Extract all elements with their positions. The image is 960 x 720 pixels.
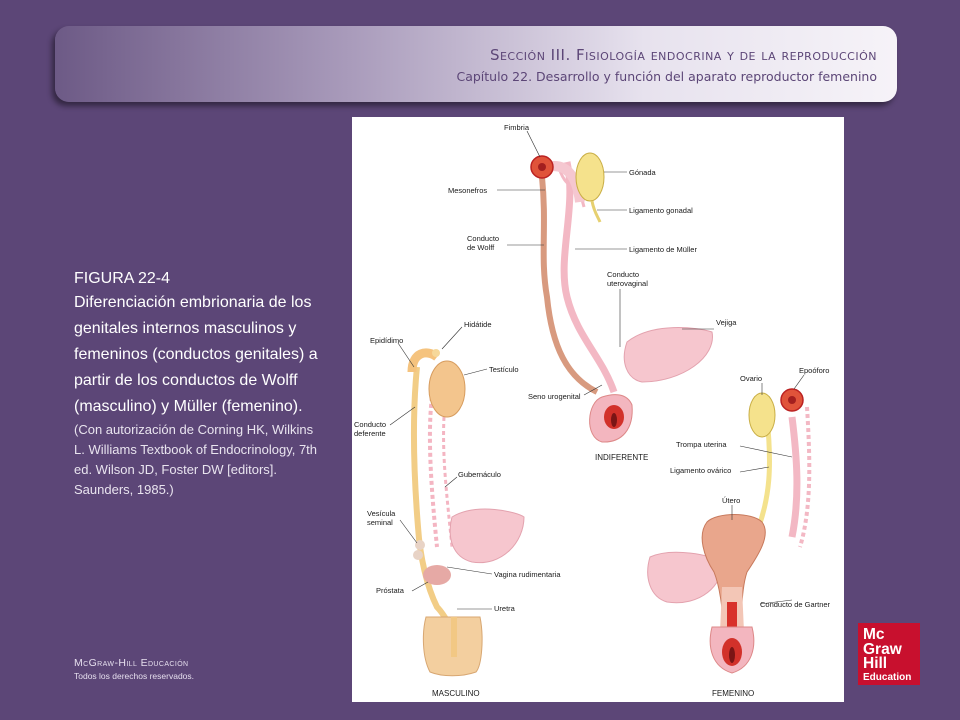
label-ovario: Ovario — [740, 374, 762, 383]
section-title: Sección III. Fisiología endocrina y de l… — [489, 46, 877, 64]
label-seno-urogenital: Seno urogenital — [528, 392, 581, 401]
anatomy-diagram: Fimbria Gónada Mesonefros Ligamento gona… — [354, 123, 831, 698]
mcgraw-hill-logo: Mc Graw Hill Education — [858, 623, 920, 685]
logo-line-3: Hill — [863, 655, 888, 672]
bladder-male — [449, 508, 525, 564]
testis — [428, 360, 466, 418]
label-ligamento-muller: Ligamento de Müller — [629, 245, 697, 254]
label-epididimo: Epidídimo — [370, 336, 403, 345]
bladder-indifferent — [623, 327, 713, 383]
label-vesicula-2: seminal — [367, 518, 393, 527]
title-indiferente: INDIFERENTE — [595, 453, 648, 462]
title-femenino: FEMENINO — [712, 689, 754, 698]
label-vagina-rudimentaria: Vagina rudimentaria — [494, 570, 561, 579]
label-conducto-uv-1: Conducto — [607, 270, 639, 279]
label-utero: Útero — [722, 496, 740, 505]
muller-remnant — [427, 396, 439, 548]
logo-line-2: Graw — [863, 640, 902, 658]
section-header-bar: Sección III. Fisiología endocrina y de l… — [55, 26, 897, 102]
wolff-duct — [539, 176, 599, 395]
label-trompa-uterina: Trompa uterina — [676, 440, 727, 449]
female-diagram: Ovario Epoóforo Trompa uterina Ligamento… — [647, 366, 831, 698]
gonad — [575, 152, 605, 202]
label-vesicula-1: Vesícula — [367, 509, 396, 518]
label-prostata: Próstata — [376, 586, 405, 595]
indifferent-diagram: Fimbria Gónada Mesonefros Ligamento gona… — [448, 123, 737, 462]
label-mesonefros: Mesonefros — [448, 186, 487, 195]
label-testiculo: Testículo — [489, 365, 519, 374]
label-hidatide: Hidátide — [464, 320, 492, 329]
label-conducto-gartner: Conducto de Gartner — [760, 600, 831, 609]
figure-caption: FIGURA 22-4 Diferenciación embrionaria d… — [74, 268, 324, 500]
logo-line-1: Mc — [863, 626, 885, 643]
figure-credit: (Con autorización de Corning HK, Wilkins… — [74, 422, 318, 497]
label-vejiga: Vejiga — [716, 318, 737, 327]
prostate — [423, 565, 451, 585]
male-diagram: Hidátide Epidídimo Testículo Conducto de… — [354, 320, 561, 698]
figure-number: FIGURA 22-4 — [74, 270, 171, 287]
gartner-duct — [798, 406, 812, 548]
publisher-footer: McGraw-Hill Educación Todos los derechos… — [74, 657, 194, 681]
figure-description: Diferenciación embrionaria de los genita… — [74, 294, 318, 415]
rights-notice: Todos los derechos reservados. — [74, 671, 195, 681]
label-conducto-deferente-2: deferente — [354, 429, 386, 438]
label-uretra: Uretra — [494, 604, 516, 613]
label-conducto-uv-2: uterovaginal — [607, 279, 648, 288]
label-ligamento-ovarico: Ligamento ovárico — [670, 466, 731, 475]
uterine-tube-right — [788, 416, 801, 538]
label-conducto-wolff-1: Conducto — [467, 234, 499, 243]
vagina — [727, 602, 737, 647]
title-masculino: MASCULINO — [432, 689, 480, 698]
chapter-title: Capítulo 22. Desarrollo y función del ap… — [456, 69, 877, 84]
label-conducto-wolff-2: de Wolff — [467, 243, 495, 252]
ovary — [748, 392, 776, 438]
anatomy-figure: Fimbria Gónada Mesonefros Ligamento gona… — [352, 117, 844, 702]
bladder-female — [647, 551, 723, 604]
label-epooforo: Epoóforo — [799, 366, 829, 375]
label-ligamento-gonadal: Ligamento gonadal — [629, 206, 693, 215]
label-fimbria: Fimbria — [504, 123, 530, 132]
publisher-name: McGraw-Hill Educación — [74, 657, 189, 669]
label-gonada: Gónada — [629, 168, 657, 177]
logo-line-4: Education — [863, 671, 912, 683]
hydatid — [432, 349, 440, 357]
muller-duct — [560, 161, 618, 394]
label-gubernaculo: Gubernáculo — [458, 470, 501, 479]
label-conducto-deferente-1: Conducto — [354, 420, 386, 429]
